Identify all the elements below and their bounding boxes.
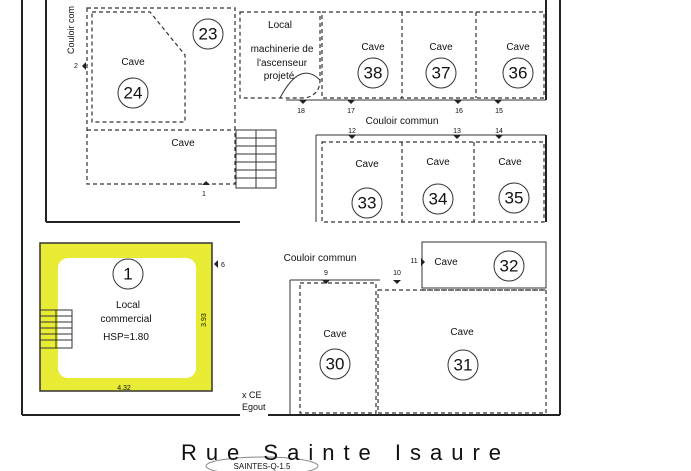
svg-text:HSP=1.80: HSP=1.80 [103, 332, 149, 343]
lot-1-circle [112, 258, 144, 290]
lot-23: 23 [199, 25, 218, 44]
lot-37-circle [425, 57, 457, 89]
dimension-width: 4.32 [117, 385, 131, 392]
lot-numbers: 1 23 24 30 31 32 33 34 35 36 37 38 [123, 25, 527, 375]
cave-label-35: Cave [498, 157, 522, 168]
ce-label: x CE [242, 390, 262, 400]
lot-32-circle [493, 250, 525, 282]
lot-24: 24 [124, 84, 143, 103]
lot-32: 32 [500, 257, 519, 276]
lot-33: 33 [358, 194, 377, 213]
svg-text:machinerie de: machinerie de [251, 44, 314, 55]
lot-30-circle [319, 348, 351, 380]
cave-label-38: Cave [361, 42, 385, 53]
cave-label-24: Cave [121, 57, 145, 68]
svg-text:Local: Local [268, 20, 292, 31]
svg-text:13: 13 [453, 128, 461, 135]
dimension-height: 3.93 [201, 313, 208, 327]
couloir-commun-mid: Couloir commun [284, 253, 357, 264]
couloir-commun-top: Couloir commun [366, 116, 439, 127]
lot-31-circle [447, 349, 479, 381]
svg-text:Local: Local [116, 300, 140, 311]
svg-text:18: 18 [297, 108, 305, 115]
cave-label-30: Cave [323, 329, 347, 340]
door-numbers: 1 2 6 9 10 11 12 13 14 15 16 17 18 [74, 63, 503, 277]
lot-37: 37 [432, 64, 451, 83]
local-commercial-label: Local commercial HSP=1.80 [100, 300, 151, 343]
svg-text:14: 14 [495, 128, 503, 135]
stamp [205, 456, 319, 471]
cave-label-37: Cave [429, 42, 453, 53]
corridor-walls [286, 99, 546, 415]
svg-text:16: 16 [455, 108, 463, 115]
lot-34-circle [422, 183, 454, 215]
svg-text:l'ascenseur: l'ascenseur [257, 58, 308, 69]
lot-30: 30 [326, 355, 345, 374]
cave-label-36: Cave [506, 42, 530, 53]
cave-label-33: Cave [355, 159, 379, 170]
outer-walls [21, 0, 561, 416]
svg-text:17: 17 [347, 108, 355, 115]
cave-label-24-lower: Cave [171, 138, 195, 149]
lot-36-circle [502, 57, 534, 89]
street-name: Rue Sainte Isaure [180, 440, 511, 465]
lot-1: 1 [123, 265, 132, 284]
cave-label-34: Cave [426, 157, 450, 168]
machinerie-room [239, 11, 321, 99]
svg-text:9: 9 [324, 270, 328, 277]
svg-text:projeté: projeté [264, 71, 295, 82]
svg-text:commercial: commercial [100, 314, 151, 325]
local-commercial-area [39, 242, 213, 392]
svg-text:11: 11 [410, 258, 417, 265]
cave-label-31: Cave [450, 327, 474, 338]
lot-38: 38 [364, 64, 383, 83]
block-cave-24 [86, 7, 236, 185]
lot-circles [112, 18, 534, 381]
egout-label: Egout [242, 402, 266, 412]
central-stair [235, 129, 277, 189]
lot-38-circle [357, 57, 389, 89]
svg-text:15: 15 [495, 108, 503, 115]
couloir-left-label: Couloir com [66, 6, 76, 54]
lot-34: 34 [429, 190, 448, 209]
cave-label-32: Cave [434, 257, 458, 268]
lot-35-circle [498, 182, 530, 214]
lot-23-circle [192, 18, 224, 50]
lot-31: 31 [454, 356, 473, 375]
caves-top-row [321, 11, 545, 99]
lot-36: 36 [509, 64, 528, 83]
svg-text:10: 10 [393, 270, 401, 277]
stair-left [39, 309, 73, 349]
svg-text:1: 1 [202, 191, 206, 198]
cave-labels: Cave Cave Cave Cave Cave Cave Cave Cave … [121, 42, 530, 340]
stamp-text: SAINTES-Q-1.5 [234, 462, 291, 471]
svg-text:2: 2 [74, 63, 78, 70]
svg-text:6: 6 [221, 262, 225, 269]
lot-24-circle [117, 77, 149, 109]
lot-35: 35 [505, 189, 524, 208]
lot-33-circle [351, 187, 383, 219]
caves-mid-row [321, 141, 545, 223]
machinerie-label: Local machinerie de l'ascenseur projeté [251, 20, 314, 82]
svg-text:12: 12 [348, 128, 356, 135]
door-markers [82, 62, 503, 284]
